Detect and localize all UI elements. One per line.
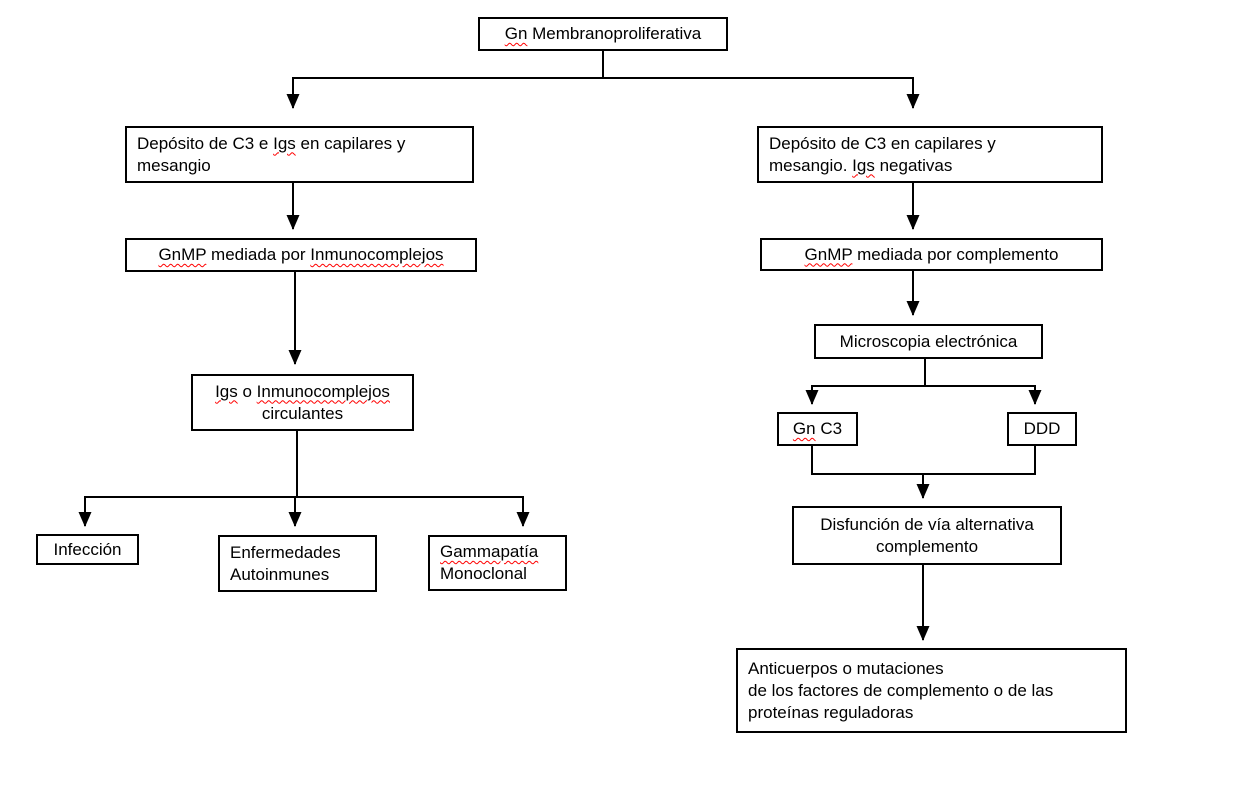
node-label: Anticuerpos o mutaciones de los factores… [748, 658, 1054, 722]
node-label: Gn C3 [792, 419, 843, 438]
node-anticuerpos-mutaciones: Anticuerpos o mutaciones de los factores… [736, 648, 1127, 733]
node-deposito-c3-igs-negativas: Depósito de C3 en capilares y mesangio. … [757, 126, 1103, 183]
node-enfermedades-autoinmunes: Enfermedades Autoinmunes [218, 535, 377, 592]
node-label: Depósito de C3 e Igs en capilares y mesa… [137, 133, 406, 175]
node-infeccion: Infección [36, 534, 139, 565]
node-gn-c3: Gn C3 [777, 412, 858, 446]
node-label: GnMP mediada por Inmunocomplejos [158, 245, 444, 264]
node-label: Microscopia electrónica [839, 331, 1018, 351]
node-label: DDD [1023, 419, 1061, 438]
node-label: Gn Membranoproliferativa [504, 24, 702, 43]
node-label: Enfermedades Autoinmunes [230, 542, 341, 584]
node-label: Igs o Inmunocomplejos circulantes [215, 381, 390, 423]
node-deposito-c3-igs: Depósito de C3 e Igs en capilares y mesa… [125, 126, 474, 183]
node-label: Disfunción de vía alternativa complement… [820, 514, 1034, 556]
node-gnmp-complemento: GnMP mediada por complemento [760, 238, 1103, 271]
node-disfuncion-via-alternativa: Disfunción de vía alternativa complement… [792, 506, 1062, 565]
node-gammapatia-monoclonal: Gammapatía Monoclonal [428, 535, 567, 591]
node-gnmp-inmunocomplejos: GnMP mediada por Inmunocomplejos [125, 238, 477, 272]
node-igs-circulantes: Igs o Inmunocomplejos circulantes [191, 374, 414, 431]
node-label: Gammapatía Monoclonal [440, 542, 539, 583]
node-ddd: DDD [1007, 412, 1077, 446]
node-label: Infección [53, 539, 122, 559]
node-label: GnMP mediada por complemento [804, 244, 1059, 264]
node-label: Depósito de C3 en capilares y mesangio. … [769, 133, 996, 175]
node-gn-membranoproliferativa: Gn Membranoproliferativa [478, 17, 728, 51]
node-microscopia-electronica: Microscopia electrónica [814, 324, 1043, 359]
